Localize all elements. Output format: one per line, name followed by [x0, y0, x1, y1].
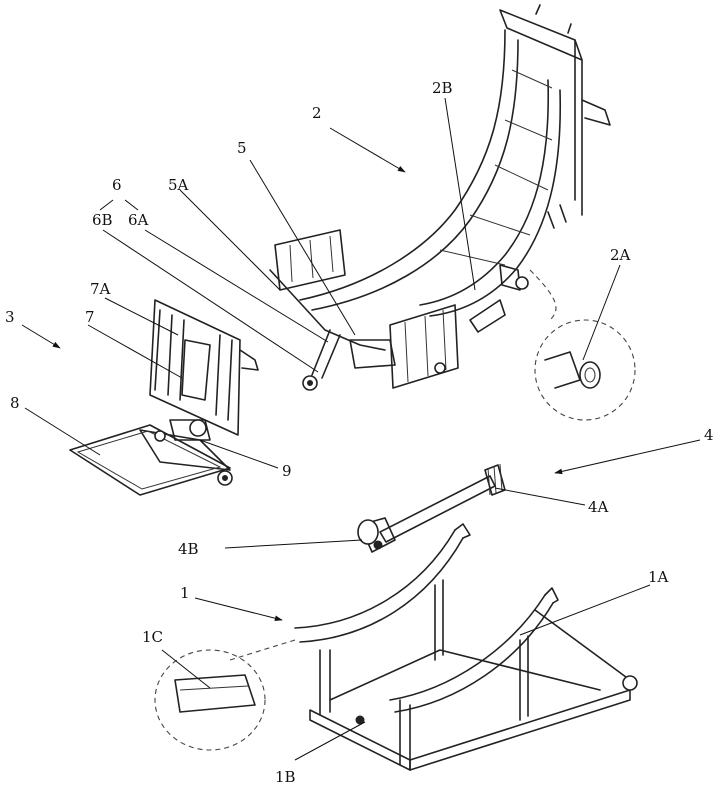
label-6: 6 — [112, 176, 122, 194]
label-5: 5 — [237, 139, 247, 157]
label-9: 9 — [282, 462, 292, 480]
label-2: 2 — [312, 104, 322, 122]
label-2B: 2B — [432, 79, 453, 97]
label-2A: 2A — [610, 246, 631, 264]
detail-2A — [529, 269, 636, 421]
left-folding-frame — [69, 299, 259, 496]
label-6B: 6B — [92, 211, 113, 229]
label-1A: 1A — [648, 568, 669, 586]
callout-labels: 2 2B 5 6 5A 6B 6A 2A 7A 7 3 8 9 4 4A 4B … — [5, 79, 714, 786]
label-3: 3 — [5, 308, 15, 326]
connecting-bar — [357, 463, 506, 553]
label-8: 8 — [10, 394, 20, 412]
detail-1C — [154, 639, 296, 751]
label-7: 7 — [85, 308, 95, 326]
leader-lines — [21, 97, 701, 761]
label-4: 4 — [704, 426, 714, 444]
label-7A: 7A — [90, 280, 111, 298]
base-frame — [294, 523, 638, 771]
label-6A: 6A — [128, 211, 149, 229]
label-1B: 1B — [275, 768, 296, 786]
upper-curved-frame — [269, 4, 611, 391]
label-1: 1 — [180, 584, 190, 602]
label-5A: 5A — [168, 176, 189, 194]
label-4A: 4A — [588, 498, 609, 516]
label-1C: 1C — [142, 628, 163, 646]
label-4B: 4B — [178, 540, 199, 558]
